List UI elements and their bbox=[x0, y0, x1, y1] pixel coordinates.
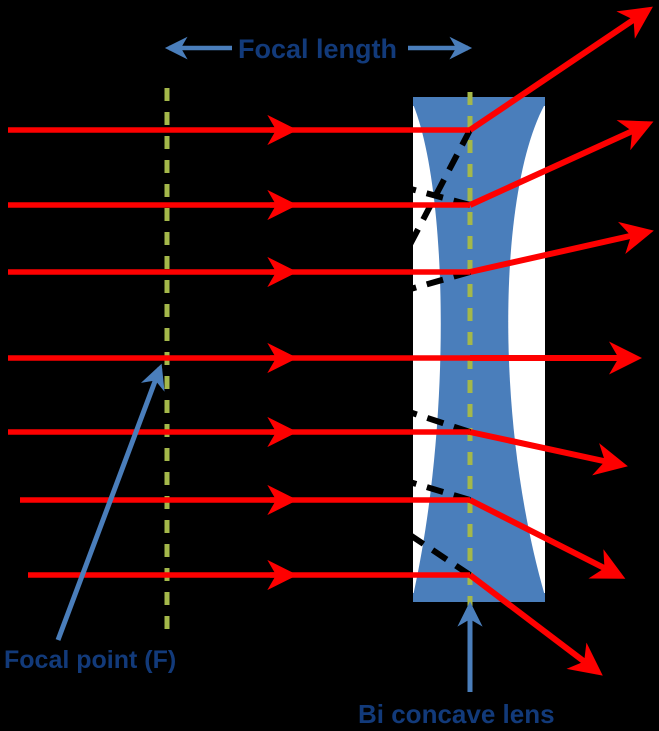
lens-left-concave-cut bbox=[413, 97, 441, 602]
virtual-ray-group bbox=[378, 128, 473, 578]
outgoing-ray bbox=[468, 497, 626, 579]
focal-length-label: Focal length bbox=[238, 34, 397, 64]
outgoing-ray bbox=[468, 120, 654, 208]
virtual-ray bbox=[378, 128, 473, 302]
lens-right-concave-cut bbox=[508, 104, 545, 596]
focal-point-label: Focal point (F) bbox=[4, 646, 176, 674]
incoming-ray-arrowhead-group bbox=[267, 114, 298, 591]
virtual-ray bbox=[385, 269, 471, 299]
focal-point-pointer-arrow bbox=[55, 363, 165, 641]
outgoing-ray bbox=[469, 221, 654, 275]
virtual-ray bbox=[384, 401, 471, 435]
outgoing-ray bbox=[468, 572, 603, 676]
bi-concave-lens-label: Bi concave lens bbox=[358, 699, 555, 729]
incoming-ray-group bbox=[8, 127, 470, 578]
outgoing-ray bbox=[468, 6, 653, 133]
virtual-ray bbox=[384, 179, 471, 208]
lens-top-face bbox=[413, 97, 545, 106]
virtual-ray bbox=[384, 516, 472, 578]
virtual-ray bbox=[385, 472, 471, 503]
outgoing-ray-group bbox=[468, 6, 654, 676]
outgoing-ray bbox=[469, 429, 628, 476]
lens-bottom-face bbox=[413, 593, 545, 602]
